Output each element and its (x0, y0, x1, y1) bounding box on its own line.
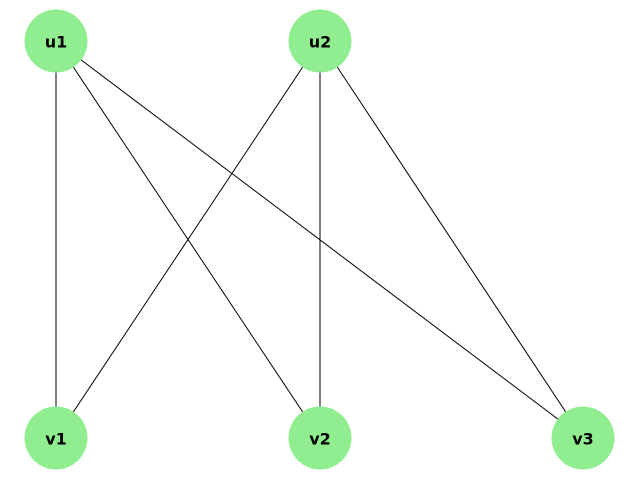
node-v1[interactable] (24, 406, 88, 470)
node-label-u1: u1 (45, 33, 68, 52)
node-v3[interactable] (551, 406, 615, 470)
node-v2[interactable] (288, 406, 352, 470)
edge-u2-v1 (55, 40, 321, 439)
node-label-u2: u2 (309, 33, 332, 52)
node-label-v2: v2 (309, 430, 331, 449)
node-label-v1: v1 (45, 430, 67, 449)
node-u2[interactable] (288, 9, 352, 73)
node-label-v3: v3 (572, 430, 594, 449)
edge-u2-v3 (319, 40, 584, 439)
node-u1[interactable] (24, 9, 88, 73)
